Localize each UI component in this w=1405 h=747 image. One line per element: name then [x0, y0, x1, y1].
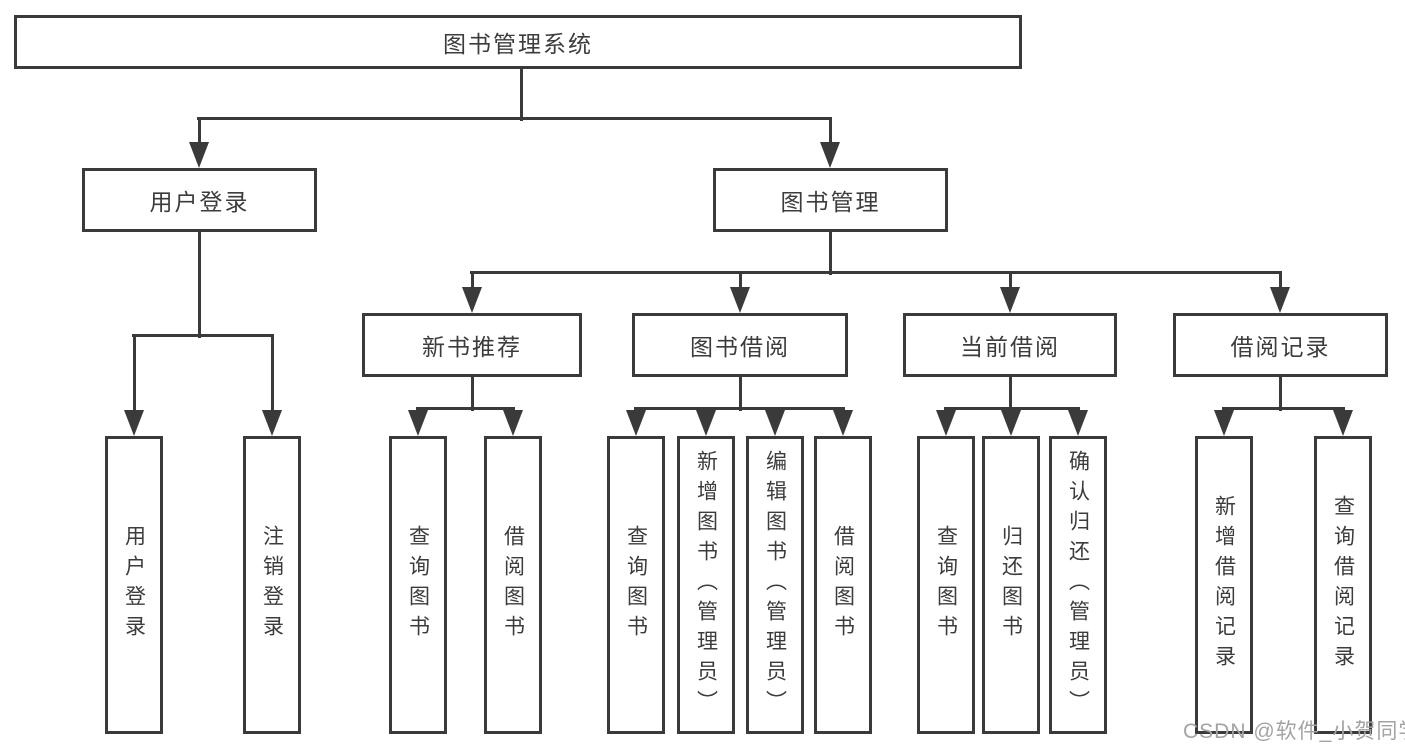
leaf-add-borrow-record: 新增借阅记录: [1195, 436, 1253, 734]
arrow-down-icon: [189, 142, 209, 168]
connector-arrow-stub: [1278, 273, 1282, 287]
watermark: CSDN @软件_小贺同学: [1183, 720, 1405, 743]
leaf-query-books-recommend: 查询图书: [389, 436, 447, 734]
leaf-logout: 注销登录: [243, 436, 301, 734]
connector-vertical-line: [197, 230, 201, 338]
connector-arrow-stub: [704, 409, 708, 410]
node-label: 用户登录: [149, 189, 250, 215]
arrow-down-icon: [936, 410, 956, 436]
arrow-down-icon: [1068, 410, 1088, 436]
connector-vertical-line: [1008, 375, 1012, 411]
node-label: 确认归还（管理员）: [1066, 450, 1090, 720]
connector-arrow-stub: [828, 120, 832, 142]
leaf-query-borrow-record: 查询借阅记录: [1314, 436, 1372, 734]
arrow-down-icon: [408, 410, 428, 436]
node-label: 新增图书（管理员）: [694, 450, 718, 720]
connector-arrow-stub: [470, 273, 474, 287]
connector-vertical-line: [519, 67, 523, 121]
node-label: 当前借阅: [960, 334, 1060, 360]
node-label: 用户登录: [122, 525, 146, 645]
arrow-down-icon: [730, 287, 750, 313]
node-user-login: 用户登录: [82, 168, 317, 232]
arrow-down-icon: [124, 410, 144, 436]
leaf-query-books-borrowing: 查询图书: [607, 436, 665, 734]
connector-arrow-stub: [270, 336, 274, 410]
connector-arrow-stub: [1009, 409, 1013, 410]
arrow-down-icon: [696, 410, 716, 436]
arrow-down-icon: [262, 410, 282, 436]
arrow-down-icon: [1214, 410, 1234, 436]
node-label: 注销登录: [260, 525, 284, 645]
node-label: 查询图书: [406, 525, 430, 645]
leaf-return-books: 归还图书: [982, 436, 1040, 734]
connector-arrow-stub: [1008, 273, 1012, 287]
arrow-down-icon: [1000, 287, 1020, 313]
leaf-query-books-current: 查询图书: [917, 436, 975, 734]
node-label: 图书借阅: [690, 334, 790, 360]
connector-horizontal-line: [416, 406, 515, 410]
connector-arrow-stub: [1341, 409, 1345, 410]
connector-arrow-stub: [132, 336, 136, 410]
connector-horizontal-line: [634, 406, 845, 410]
leaf-borrow-books-recommend: 借阅图书: [484, 436, 542, 734]
node-borrowing-records: 借阅记录: [1173, 313, 1388, 377]
arrow-down-icon: [462, 287, 482, 313]
connector-horizontal-line: [944, 406, 1080, 410]
arrow-down-icon: [1333, 410, 1353, 436]
arrow-down-icon: [626, 410, 646, 436]
connector-arrow-stub: [634, 409, 638, 410]
connector-horizontal-line: [132, 333, 274, 337]
node-label: 查询图书: [624, 525, 648, 645]
node-book-management: 图书管理: [713, 168, 948, 232]
connector-horizontal-line: [197, 116, 832, 120]
node-label: 编辑图书（管理员）: [763, 450, 787, 720]
leaf-borrow-books-borrowing: 借阅图书: [814, 436, 872, 734]
node-label: 图书管理系统: [443, 31, 593, 57]
connector-arrow-stub: [1222, 409, 1226, 410]
node-library-system: 图书管理系统: [14, 15, 1022, 69]
connector-arrow-stub: [944, 409, 948, 410]
leaf-user-login: 用户登录: [105, 436, 163, 734]
node-label: 借阅图书: [501, 525, 525, 645]
connector-arrow-stub: [738, 273, 742, 287]
node-book-borrowing: 图书借阅: [632, 313, 848, 377]
arrow-down-icon: [820, 142, 840, 168]
connector-vertical-line: [1278, 375, 1282, 411]
connector-arrow-stub: [773, 409, 777, 410]
arrow-down-icon: [833, 410, 853, 436]
connector-arrow-stub: [841, 409, 845, 410]
leaf-confirm-return-admin: 确认归还（管理员）: [1049, 436, 1107, 734]
connector-horizontal-line: [1222, 406, 1345, 410]
connector-arrow-stub: [416, 409, 420, 410]
connector-arrow-stub: [511, 409, 515, 410]
node-label: 新书推荐: [422, 334, 522, 360]
node-label: 借阅图书: [831, 525, 855, 645]
arrow-down-icon: [1001, 410, 1021, 436]
connector-vertical-line: [828, 230, 832, 275]
node-label: 归还图书: [999, 525, 1023, 645]
connector-arrow-stub: [197, 120, 201, 142]
connector-vertical-line: [738, 375, 742, 411]
node-label: 借阅记录: [1230, 334, 1331, 360]
leaf-add-book-admin: 新增图书（管理员）: [677, 436, 735, 734]
arrow-down-icon: [503, 410, 523, 436]
connector-arrow-stub: [1076, 409, 1080, 410]
leaf-edit-book-admin: 编辑图书（管理员）: [746, 436, 804, 734]
arrow-down-icon: [765, 410, 785, 436]
node-new-book-recommend: 新书推荐: [362, 313, 582, 377]
arrow-down-icon: [1270, 287, 1290, 313]
node-label: 查询图书: [934, 525, 958, 645]
node-label: 新增借阅记录: [1212, 495, 1236, 675]
node-current-borrowing: 当前借阅: [903, 313, 1117, 377]
connector-horizontal-line: [470, 270, 1282, 274]
node-label: 图书管理: [780, 189, 881, 215]
node-label: 查询借阅记录: [1331, 495, 1355, 675]
connector-vertical-line: [470, 375, 474, 411]
